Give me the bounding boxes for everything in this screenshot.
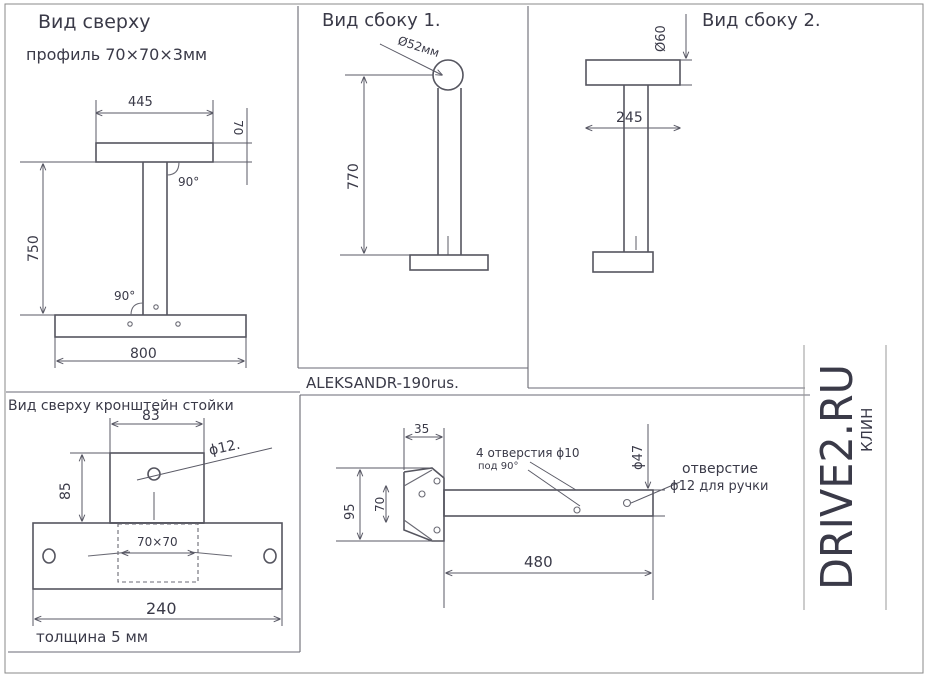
profile-label: профиль 70×70×3мм (26, 45, 207, 64)
bracket-title: Вид сверху кронштейн стойки (8, 398, 234, 414)
dim-445: 445 (128, 95, 153, 110)
dimension-lines (20, 100, 252, 368)
note-holes-line2: под 90° (478, 461, 518, 472)
side-view-2: Вид сбоку 2. Ø60 245 (585, 10, 821, 273)
sheet-frame (4, 3, 924, 674)
note-handle-line2: ϕ12 для ручки (670, 479, 768, 494)
top-view-title: Вид сверху (38, 11, 150, 33)
t-frame-shape (54, 142, 247, 338)
crossbar-shape (585, 59, 681, 273)
dim-750: 750 (26, 235, 42, 262)
watermark-brand: DRIVE2.RU (812, 364, 863, 590)
bracket-thickness: толщина 5 мм (36, 628, 148, 646)
detail-dim-480: 480 (524, 553, 553, 571)
post-shape (409, 59, 489, 271)
side1-height: 770 (346, 163, 362, 190)
side1-diameter: Ø52мм (396, 34, 441, 61)
bracket-hole: ϕ12. (208, 437, 242, 459)
bracket-dim-83: 83 (142, 408, 160, 424)
detail-diameter: ϕ47 (631, 445, 646, 470)
bracket-view: Вид сверху кронштейн стойки 83 85 ϕ12. 7… (8, 398, 283, 646)
author-signature: ALEKSANDR-190rus. (306, 374, 459, 392)
note-holes-line1: 4 отверстия ϕ10 (476, 446, 579, 460)
angle-lower: 90° (114, 289, 135, 303)
bracket-square: 70×70 (137, 535, 178, 549)
watermark-city: КЛИН (858, 408, 876, 452)
dim-70: 70 (231, 120, 245, 135)
detail-dim-35: 35 (414, 422, 429, 436)
side-detail-view: 35 95 70 480 ϕ47 4 отверстия ϕ10 под 90°… (336, 422, 768, 608)
bracket-shape (32, 452, 283, 590)
bracket-dim-240: 240 (146, 599, 177, 618)
side1-title: Вид сбоку 1. (322, 10, 441, 31)
side2-width: 245 (616, 110, 643, 126)
detail-dim-70: 70 (373, 497, 387, 512)
dim-800: 800 (130, 346, 157, 362)
top-view: Вид сверху профиль 70×70×3мм (20, 11, 252, 368)
angle-upper: 90° (178, 175, 199, 189)
bracket-dim-85: 85 (58, 482, 74, 500)
side-view-1: Вид сбоку 1. Ø52мм 770 (322, 10, 489, 271)
note-handle-line1: отверстие (682, 461, 758, 477)
drive2-watermark: DRIVE2.RU КЛИН (803, 345, 887, 610)
side2-title: Вид сбоку 2. (702, 10, 821, 31)
detail-dim-95: 95 (343, 503, 358, 520)
arm-shape (403, 467, 654, 542)
side2-diameter: Ø60 (654, 25, 669, 52)
